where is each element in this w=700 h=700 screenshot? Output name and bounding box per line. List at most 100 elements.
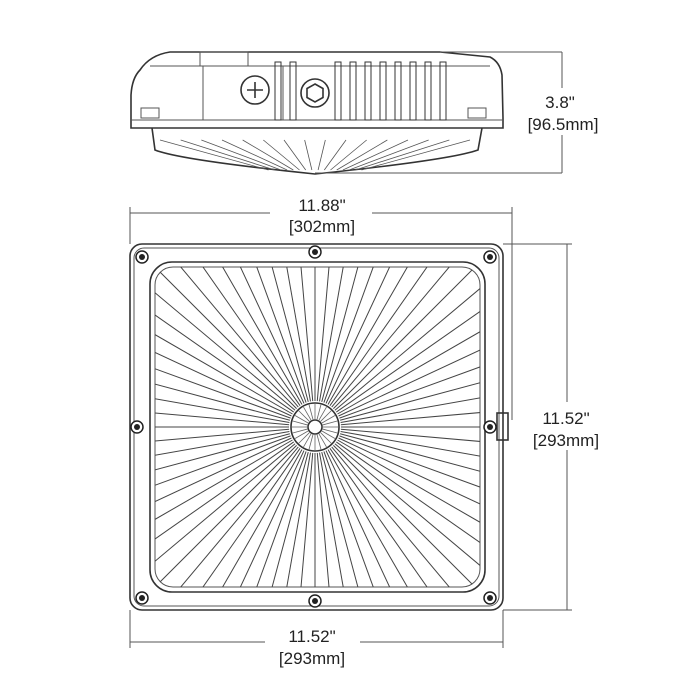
height-mm: [96.5mm] bbox=[528, 115, 599, 134]
height-dimension: 3.8" [96.5mm] bbox=[315, 51, 599, 174]
lens-side-ray bbox=[242, 139, 294, 171]
lens-ray bbox=[155, 267, 299, 408]
screw-head-icon bbox=[487, 254, 493, 260]
lens-ray bbox=[165, 448, 301, 587]
lens-side-ray bbox=[342, 139, 409, 171]
lens-ray bbox=[338, 316, 480, 417]
hub-line bbox=[320, 432, 332, 444]
lens-ray bbox=[331, 267, 480, 408]
lens-ray bbox=[155, 435, 291, 517]
heatsink-fin bbox=[349, 61, 357, 121]
lens-ray bbox=[155, 441, 294, 577]
screw-head-icon bbox=[312, 249, 318, 255]
width-top-inches: 11.88" bbox=[298, 196, 345, 215]
width-bottom-dimension: 11.52" [293mm] bbox=[129, 610, 504, 668]
hub-line bbox=[292, 428, 308, 434]
lens-ray bbox=[155, 267, 296, 411]
hub-line bbox=[318, 406, 327, 421]
lens-ray bbox=[336, 277, 480, 413]
screw-icon bbox=[240, 75, 270, 105]
lens-ray bbox=[184, 267, 303, 405]
hub-line bbox=[292, 420, 308, 426]
hub-line bbox=[294, 415, 309, 424]
lens-ray bbox=[333, 445, 480, 587]
hub-line bbox=[321, 415, 336, 424]
lens-ray bbox=[339, 359, 480, 421]
width-bottom-inches: 11.52" bbox=[288, 627, 335, 646]
lens-side-ray bbox=[355, 139, 450, 171]
lens-ray bbox=[329, 267, 465, 406]
lens-ray bbox=[184, 449, 303, 587]
lens-ray bbox=[321, 267, 383, 403]
lens-side-ray bbox=[304, 139, 313, 171]
lens-ray bbox=[325, 450, 426, 587]
lens-ray bbox=[247, 451, 309, 587]
lens-ray bbox=[291, 452, 314, 587]
lens-ray bbox=[323, 267, 405, 403]
screw-head-icon bbox=[139, 254, 145, 260]
lens-ray bbox=[337, 439, 480, 558]
lens-side-ray bbox=[159, 139, 269, 171]
hub-line bbox=[316, 434, 322, 450]
lens-ray bbox=[337, 296, 480, 415]
hub-line bbox=[320, 410, 332, 422]
bolt-icon bbox=[300, 78, 330, 108]
heatsink-fin bbox=[334, 61, 342, 121]
lens-ray bbox=[204, 450, 305, 587]
lens-ray bbox=[165, 267, 301, 406]
lens-ray bbox=[319, 267, 361, 402]
front-view bbox=[129, 243, 509, 611]
lens-ray bbox=[155, 437, 292, 538]
hub-line bbox=[322, 420, 338, 426]
side-view bbox=[130, 51, 504, 175]
lens-ray bbox=[225, 267, 307, 403]
lens-ray bbox=[338, 437, 480, 538]
hub-line bbox=[303, 433, 312, 448]
heatsink-fin bbox=[289, 61, 297, 121]
lens-side-ray bbox=[180, 139, 275, 171]
screw-head-icon bbox=[487, 595, 493, 601]
width-top-mm: [302mm] bbox=[289, 217, 355, 236]
heatsink-fin bbox=[409, 61, 417, 121]
depth-mm: [293mm] bbox=[533, 431, 599, 450]
lens-ray bbox=[339, 433, 480, 495]
hub-line bbox=[308, 404, 314, 420]
lens-ray bbox=[333, 267, 480, 409]
lens-ray bbox=[339, 337, 480, 419]
lens-ray bbox=[155, 431, 290, 473]
lens-ray bbox=[319, 452, 361, 587]
lens-ray bbox=[155, 381, 290, 423]
lens-side-ray bbox=[263, 139, 300, 171]
lens-ray bbox=[316, 267, 339, 402]
lens-ray bbox=[247, 267, 309, 403]
lens-ray bbox=[155, 439, 293, 558]
lens-ray bbox=[269, 452, 311, 587]
hub-line bbox=[303, 406, 312, 421]
lens-ray bbox=[155, 446, 299, 587]
lens-ray bbox=[155, 443, 296, 587]
lens-ray bbox=[334, 267, 480, 411]
lens-ray bbox=[155, 337, 291, 419]
lens-ray bbox=[329, 448, 465, 587]
lens-ray bbox=[327, 449, 446, 587]
lens-ray bbox=[155, 296, 293, 415]
lens-side-ray bbox=[348, 139, 429, 171]
lens-ray bbox=[325, 267, 426, 404]
heatsink-fin bbox=[379, 61, 387, 121]
lens-ray bbox=[316, 452, 339, 587]
hub-line bbox=[316, 404, 322, 420]
heatsink-fin bbox=[274, 61, 282, 121]
lens-ray bbox=[155, 277, 294, 413]
lens-ray bbox=[155, 428, 290, 451]
hub-line bbox=[298, 432, 310, 444]
lens-side-ray bbox=[336, 139, 388, 171]
heatsink-fin bbox=[439, 61, 447, 121]
hub-line bbox=[308, 434, 314, 450]
screw-head-icon bbox=[312, 598, 318, 604]
lens-ray bbox=[327, 267, 446, 405]
lens-ray bbox=[321, 451, 383, 587]
width-bottom-mm: [293mm] bbox=[279, 649, 345, 668]
lens-ray bbox=[155, 316, 292, 417]
